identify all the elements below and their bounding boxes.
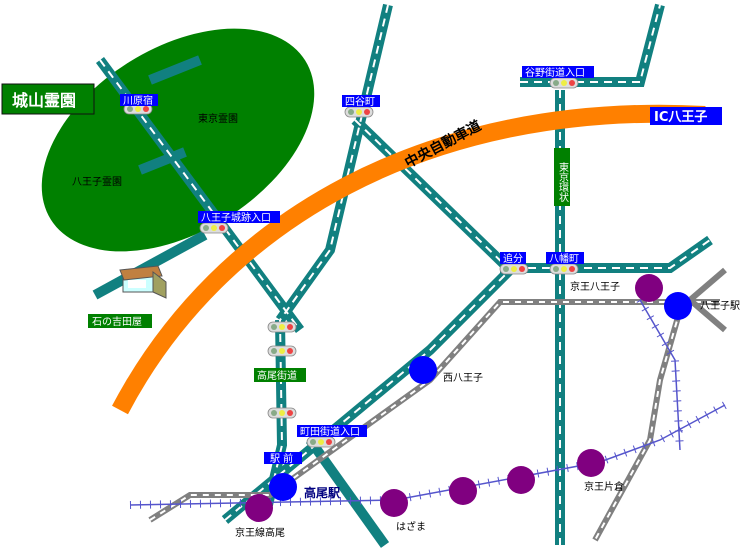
station-keio-hachioji-marker xyxy=(635,274,663,302)
keio-stations xyxy=(245,274,663,522)
label-tokyo-kanjo: 東京環状 xyxy=(557,161,569,202)
label-yanoga: 谷野街道入口 xyxy=(525,66,585,79)
traffic-light-icon xyxy=(267,345,297,357)
chuo-expressway xyxy=(112,104,706,415)
label-machida-kaido: 町田街道入口 xyxy=(300,425,360,438)
road-cemetery-cross xyxy=(138,147,187,175)
traffic-light-icon xyxy=(199,222,229,234)
blue-labels: 川原宿 八王子城跡入口 四谷町 谷野街道入口 追分 八幡町 町田街道入口 駅 前… xyxy=(120,66,722,465)
traffic-light-icon xyxy=(267,321,297,333)
label-shiroyama-reien: 城山霊園 xyxy=(12,91,76,110)
label-takao-kaido: 高尾街道 xyxy=(257,369,297,382)
station-keio-takao-marker xyxy=(245,494,273,522)
traffic-light-icon xyxy=(267,407,297,419)
label-tokyo-reien: 東京霊園 xyxy=(198,112,238,125)
label-oiwake: 追分 xyxy=(503,252,523,265)
label-hachioji-joseki: 八王子城跡入口 xyxy=(201,211,271,224)
traffic-light-icon xyxy=(344,106,374,118)
station-keio-katakura-marker xyxy=(577,449,605,477)
traffic-light-icon xyxy=(306,436,336,448)
traffic-lights xyxy=(123,77,579,448)
station-keio-mid2-marker xyxy=(507,466,535,494)
label-ic-hachioji: IC八王子 xyxy=(654,110,707,125)
station-hachioji-label: 八王子駅 xyxy=(700,300,740,312)
label-kawaharajuku: 川原宿 xyxy=(123,94,153,107)
green-labels: 城山霊園 東京環状 高尾街道 石の吉田屋 xyxy=(1,83,570,382)
road-cross-horizontal xyxy=(500,235,713,273)
label-yotsuya: 四谷町 xyxy=(345,96,375,108)
traffic-light-icon xyxy=(549,77,579,89)
station-hazama-marker xyxy=(380,489,408,517)
station-keio-katakura-label: 京王片倉 xyxy=(584,480,624,493)
jr-railway xyxy=(148,267,727,542)
traffic-light-icon xyxy=(499,263,529,275)
traffic-light-icon xyxy=(549,263,579,275)
station-hazama-label: はざま xyxy=(396,520,426,533)
label-hachioji-reien: 八王子霊園 xyxy=(72,176,122,188)
label-hachimanmachi: 八幡町 xyxy=(549,252,579,265)
jr-stations xyxy=(269,292,692,501)
label-ishino-yoshidaya: 石の吉田屋 xyxy=(92,316,142,328)
keio-railway xyxy=(129,297,727,509)
station-keio-mid1-marker xyxy=(449,477,477,505)
station-keio-takao-label: 京王線高尾 xyxy=(235,526,285,539)
stone-shop-icon xyxy=(119,265,167,299)
road-cemetery-branch xyxy=(148,55,202,85)
cemetery-park-area xyxy=(41,28,315,252)
station-nishi-hachioji-marker xyxy=(409,356,437,384)
label-ekimae: 駅 前 xyxy=(270,452,293,465)
station-takao-marker xyxy=(269,473,297,501)
station-nishi-hachioji-label: 西八王子 xyxy=(443,372,483,384)
station-keio-hachioji-label: 京王八王子 xyxy=(570,280,620,293)
station-hachioji-marker xyxy=(664,292,692,320)
road-yoshidaya xyxy=(92,230,208,300)
station-takao-label: 高尾駅 xyxy=(304,485,341,500)
